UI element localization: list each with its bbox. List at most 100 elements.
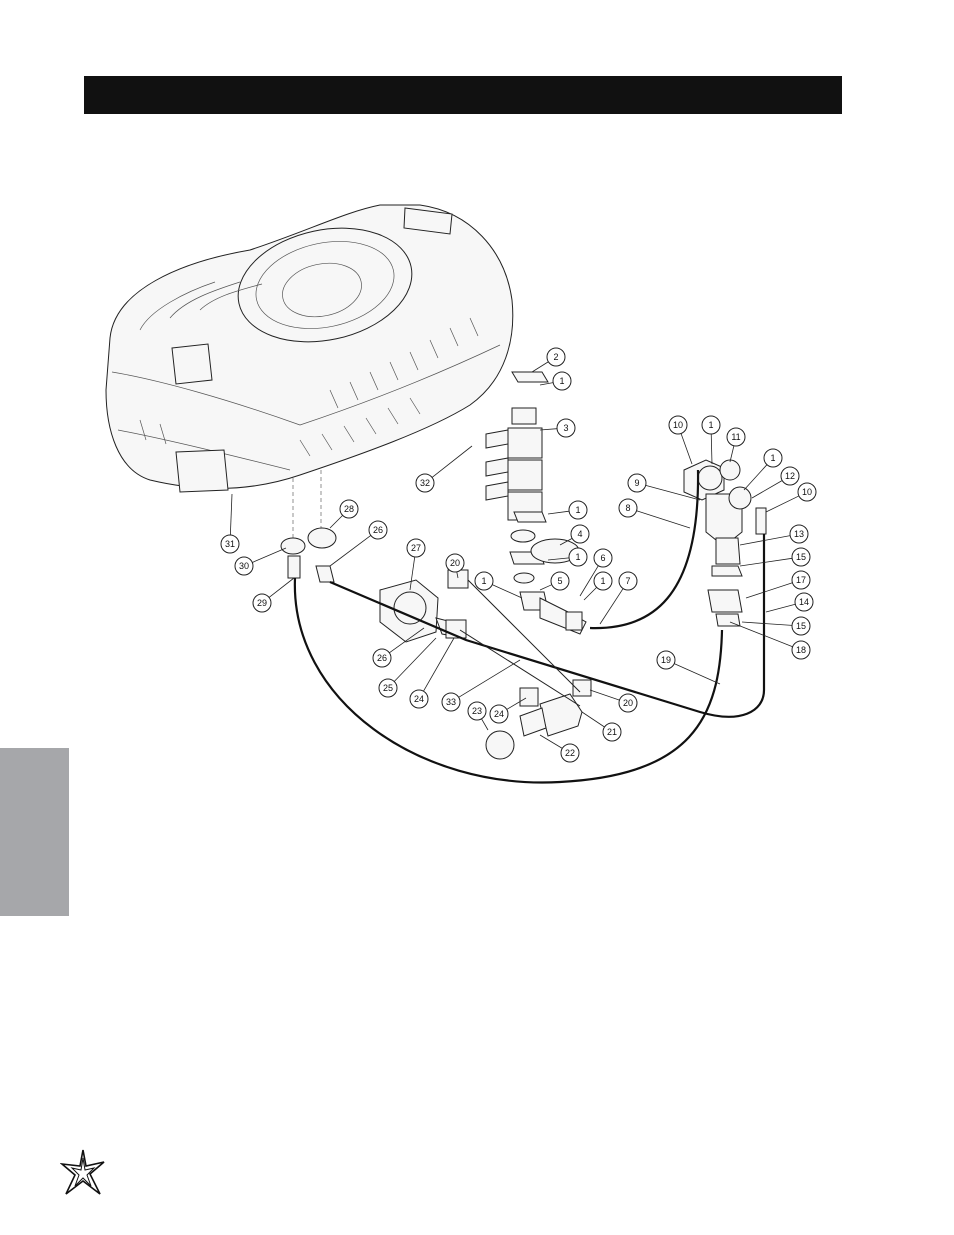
callout-1a: 1 — [539, 371, 572, 391]
callout-label: 26 — [377, 653, 387, 663]
callout-label: 14 — [799, 597, 809, 607]
callout-21: 21 — [581, 711, 622, 742]
callout-label: 1 — [708, 420, 713, 430]
callout-label: 4 — [577, 529, 582, 539]
callout-leader — [741, 621, 793, 626]
callout-label: 1 — [600, 576, 605, 586]
callout-label: 17 — [796, 575, 806, 585]
callout-3: 3 — [539, 418, 576, 438]
hose-part-33 — [459, 579, 581, 707]
callout-12: 12 — [751, 466, 800, 499]
callout-leader — [581, 711, 605, 728]
callout-leader — [743, 464, 768, 491]
callout-circle — [252, 593, 272, 613]
callout-15a: 15 — [739, 547, 811, 567]
callout-label: 13 — [794, 529, 804, 539]
callout-circle — [467, 701, 487, 721]
callout-leader — [492, 584, 523, 599]
callout-2: 2 — [531, 347, 566, 373]
callout-label: 3 — [563, 423, 568, 433]
callout-circle — [627, 473, 647, 493]
callout-leader — [751, 480, 783, 499]
callout-13: 13 — [739, 524, 809, 546]
title-bar — [84, 76, 842, 114]
callout-leader — [729, 621, 793, 648]
callout-1b: 1 — [547, 500, 588, 520]
callout-1c: 1 — [547, 547, 588, 567]
callout-label: 1 — [575, 505, 580, 515]
callout-27: 27 — [406, 538, 426, 591]
callout-circle — [234, 556, 254, 576]
callout-circle — [794, 592, 814, 612]
callout-label: 24 — [494, 709, 504, 719]
callout-leader — [765, 495, 800, 513]
callout-leader — [389, 627, 425, 654]
callout-circle — [546, 347, 566, 367]
callout-circle — [791, 640, 811, 660]
callout-label: 15 — [796, 621, 806, 631]
callout-leader — [409, 556, 416, 591]
callout-24b: 24 — [489, 697, 527, 724]
callout-leader — [329, 515, 343, 529]
callout-label: 1 — [575, 552, 580, 562]
callout-26b: 26 — [372, 627, 425, 668]
callout-circle — [441, 692, 461, 712]
callout-26a: 26 — [329, 520, 388, 567]
callout-circle — [593, 548, 613, 568]
callout-5: 5 — [539, 571, 570, 591]
callout-circle — [372, 648, 392, 668]
callout-leader — [599, 588, 624, 625]
callout-circle — [409, 689, 429, 709]
callout-leader — [674, 663, 721, 685]
callout-label: 1 — [770, 453, 775, 463]
filter-assembly — [683, 459, 767, 627]
tank-fittings — [280, 527, 337, 583]
callout-leader — [393, 637, 437, 682]
callout-leader — [423, 637, 455, 692]
callout-label: 30 — [239, 561, 249, 571]
callout-label: 23 — [472, 706, 482, 716]
callout-label: 25 — [383, 683, 393, 693]
callout-32: 32 — [415, 445, 473, 493]
callout-label: 1 — [559, 376, 564, 386]
callout-circle — [618, 498, 638, 518]
callout-leader — [531, 361, 549, 373]
callout-9: 9 — [627, 473, 701, 501]
callout-circle — [656, 650, 676, 670]
callout-circle — [378, 678, 398, 698]
callout-circle — [415, 473, 435, 493]
callout-19: 19 — [656, 650, 721, 685]
callout-label: 28 — [344, 504, 354, 514]
callout-label: 33 — [446, 697, 456, 707]
callout-leader — [539, 734, 563, 749]
callout-17: 17 — [745, 570, 811, 599]
callout-leader — [547, 510, 570, 515]
callout-circle — [791, 570, 811, 590]
callout-label: 1 — [481, 576, 486, 586]
callout-leader — [268, 577, 295, 598]
callout-circle — [474, 571, 494, 591]
callout-label: 8 — [625, 503, 630, 513]
callout-31: 31 — [220, 493, 240, 554]
callout-10a: 10 — [668, 415, 693, 465]
callout-leader — [547, 557, 570, 561]
callout-circle — [570, 524, 590, 544]
callout-18: 18 — [729, 621, 811, 660]
callout-8: 8 — [618, 498, 691, 529]
callout-14: 14 — [765, 592, 814, 613]
callout-label: 12 — [785, 471, 795, 481]
callout-circle — [791, 616, 811, 636]
callout-label: 15 — [796, 552, 806, 562]
callout-circle — [618, 693, 638, 713]
callout-circle — [368, 520, 388, 540]
callout-label: 9 — [634, 478, 639, 488]
callout-circle — [791, 547, 811, 567]
callout-leader — [645, 484, 701, 501]
callout-leader — [329, 535, 372, 567]
callout-label: 6 — [600, 553, 605, 563]
callout-30: 30 — [234, 547, 287, 576]
callout-label: 32 — [420, 478, 430, 488]
callout-1d: 1 — [583, 571, 613, 601]
callout-label: 19 — [661, 655, 671, 665]
